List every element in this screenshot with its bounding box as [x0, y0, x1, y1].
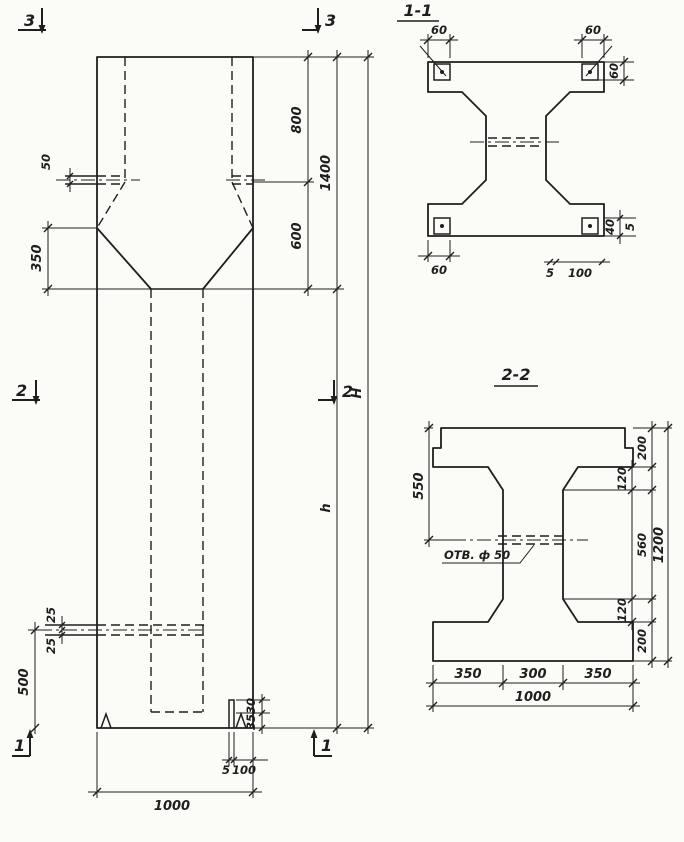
anchor-plate-tl	[433, 63, 451, 81]
dim-H: H	[350, 387, 365, 398]
dim-350: 350	[30, 244, 45, 271]
cut-mark-3-right-label: 3	[325, 11, 336, 30]
s2-dim-1000: 1000	[515, 690, 551, 705]
hole-label-underline	[442, 544, 535, 564]
hole-hidden	[97, 624, 204, 636]
hidden-edges	[96, 57, 254, 713]
cut-mark-1-left-label: 1	[14, 736, 25, 755]
s2-dim-560: 560	[635, 533, 649, 557]
s1-dim-5-right: 5	[623, 223, 637, 231]
dim-5: 5	[222, 763, 230, 777]
s2-dim-200-top: 200	[635, 436, 649, 460]
anchor-plate-tr	[581, 63, 599, 81]
section-1-1-view: 1-1 60 60 60 60 5 100 40 5	[397, 1, 637, 280]
dim-100: 100	[232, 763, 256, 777]
section-2-2-view: 2-2 ОТВ. ф 50 550 200 120 560 120 200 12…	[412, 365, 673, 712]
cut-mark-2-left: 2	[12, 380, 40, 405]
anchor-plate-bl	[433, 217, 451, 235]
anchor-dot-br	[588, 224, 592, 228]
dim-50: 50	[39, 154, 53, 170]
cut-mark-3-left: 3	[18, 8, 46, 34]
s1-dim-60-right: 60	[607, 63, 621, 79]
dim-25b: 25	[44, 638, 58, 654]
section-1-1-ticks	[423, 35, 629, 266]
ledge-hidden	[97, 175, 253, 185]
anchor-dot-bl	[440, 224, 444, 228]
cut-mark-2-right-label: 2	[342, 382, 353, 401]
s2-dim-1200: 1200	[652, 527, 667, 563]
s2-dim-550: 550	[412, 472, 427, 499]
dim-600: 600	[290, 222, 305, 249]
s1-dim-40-right: 40	[603, 219, 617, 236]
dimension-ticks	[30, 52, 373, 797]
hole-label: ОТВ. ф 50	[444, 548, 510, 562]
column-feet	[100, 711, 247, 729]
s2-dim-120-top: 120	[615, 467, 629, 491]
cut-mark-1-left: 1	[12, 729, 34, 757]
s2-dim-350a: 350	[454, 667, 481, 682]
section-1-1-dim-lines	[418, 39, 625, 263]
section-2-2-dim-lines	[426, 421, 669, 707]
section-2-2-hole	[498, 535, 568, 545]
s1-dim-5-bottom: 5	[546, 266, 554, 280]
s1-dim-100-bottom: 100	[568, 266, 592, 280]
dim-1000: 1000	[154, 799, 190, 814]
s2-dim-300: 300	[519, 667, 546, 682]
cut-mark-1-right-label: 1	[321, 736, 332, 755]
cut-mark-3-left-label: 3	[24, 11, 35, 30]
dim-25a: 25	[44, 607, 58, 623]
dim-1400: 1400	[319, 155, 334, 191]
dim-500: 500	[17, 668, 32, 695]
cut-mark-3-right: 3	[302, 8, 336, 34]
s1-dim-60-bl: 60	[431, 263, 447, 277]
taper-diagonals	[96, 227, 254, 290]
elevation-view: 800 600 1400 h H 50 350 25 25 500 1000 5…	[12, 8, 374, 814]
section-1-1-web-hole	[488, 137, 544, 147]
extension-lines	[28, 56, 374, 798]
anchor-plate-br	[581, 217, 599, 235]
dim-800: 800	[290, 106, 305, 133]
hole-edge-lines	[45, 624, 97, 636]
s2-dim-350b: 350	[584, 667, 611, 682]
section-1-1-title: 1-1	[404, 1, 433, 20]
section-1-1-outline	[427, 61, 605, 237]
section-2-2-title: 2-2	[502, 365, 531, 384]
s2-dim-200-bottom: 200	[635, 629, 649, 653]
s2-dim-120-bottom: 120	[615, 598, 629, 622]
s1-dim-60-tl: 60	[431, 23, 447, 37]
dim-h: h	[319, 503, 334, 512]
dim-35: 35	[244, 714, 258, 730]
s1-dim-60-tr: 60	[585, 23, 601, 37]
base-plate	[228, 699, 235, 728]
cut-mark-1-right: 1	[310, 729, 332, 757]
cut-mark-2-right: 2	[318, 380, 353, 405]
cut-mark-2-left-label: 2	[16, 381, 27, 400]
dim-30: 30	[244, 698, 258, 714]
section-2-2-ticks	[424, 423, 673, 711]
column-outline	[96, 56, 254, 729]
